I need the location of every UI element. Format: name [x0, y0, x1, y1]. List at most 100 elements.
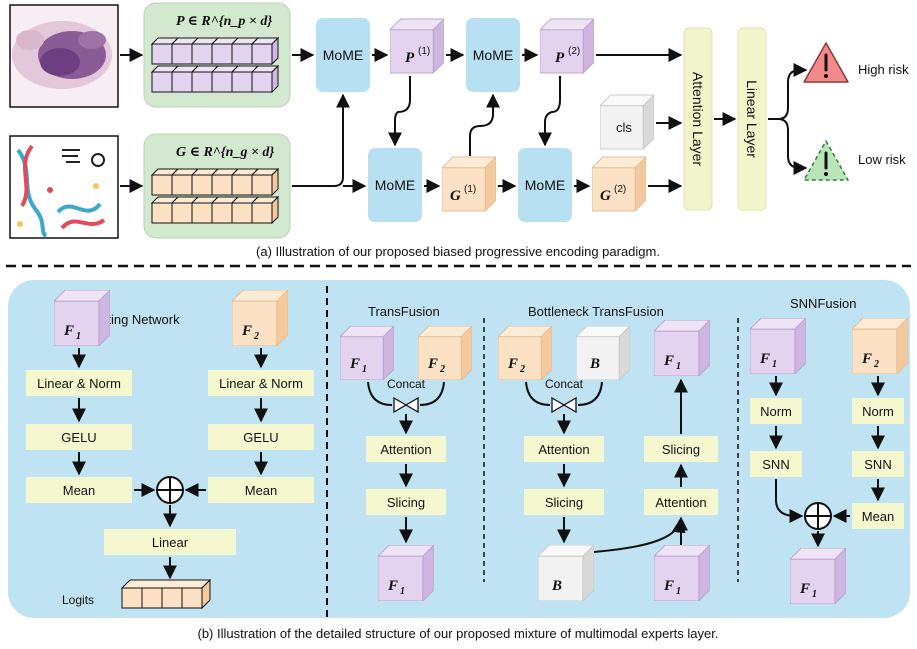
snn-f1: F	[759, 351, 770, 367]
tf-out: F	[387, 578, 398, 594]
g-embedding-cell	[191, 174, 213, 196]
p-embedding-cell	[231, 43, 253, 65]
tf-f1-cube	[340, 326, 394, 380]
g-embedding-cell	[251, 202, 273, 224]
p1-label: P	[405, 50, 415, 66]
tf-slicing-label: Slicing	[387, 495, 425, 510]
g-embedding-cell	[231, 202, 253, 224]
high-risk-icon	[803, 42, 849, 83]
bottleneck-title: Bottleneck TransFusion	[528, 304, 664, 319]
g1-label: G	[450, 188, 461, 204]
gating-mean-2	[208, 477, 314, 503]
bt-slicing-1-label: Slicing	[545, 495, 583, 510]
low-risk-icon	[803, 140, 849, 181]
g-embedding-panel: G ∈ R^{n_g × d}	[143, 133, 291, 239]
gating-linear-label: Linear	[152, 535, 189, 550]
mome-label-4: MoME	[525, 177, 565, 193]
mome-block-2	[368, 148, 422, 222]
caption-b: (b) Illustration of the detailed structu…	[198, 626, 719, 641]
g2-sup: (2)	[614, 184, 626, 195]
bt-attention-1-label: Attention	[538, 442, 589, 457]
bt-f2-sub: 2	[519, 364, 525, 375]
gating-gelu-1	[26, 424, 132, 450]
g-matrix-label: G ∈ R^{n_g × d}	[176, 145, 274, 160]
p-embedding-cell-side	[271, 36, 279, 66]
p-embedding-cell	[171, 71, 193, 93]
linear-layer-label: Linear Layer	[744, 80, 760, 158]
bt-slicing-2	[644, 436, 718, 462]
bt-b-cube	[576, 326, 630, 380]
tf-concat-icon	[393, 396, 419, 414]
tf-attention	[366, 436, 446, 462]
g-embedding-cell-side	[271, 195, 279, 225]
bt-f1-out-sub: 1	[676, 361, 681, 372]
logits-label: Logits	[62, 593, 94, 607]
snn-snn-2-label: SNN	[864, 457, 891, 472]
p-embedding-panel: P ∈ R^{n_p × d}	[143, 2, 291, 108]
pathology-image	[9, 4, 119, 108]
p-embedding-cell	[251, 43, 273, 65]
g-embedding-cell	[211, 174, 233, 196]
p-embedding-cell	[211, 43, 233, 65]
gating-f1-sub: 1	[76, 331, 81, 342]
high-risk-label: High risk	[858, 62, 909, 77]
bt-attention-2	[644, 489, 718, 515]
gating-title: Gating Network	[90, 312, 180, 327]
snn-arrows	[769, 376, 885, 548]
snn-f2-sub: 2	[873, 359, 879, 370]
gating-linear	[104, 529, 236, 555]
gating-mean-1-label: Mean	[63, 483, 96, 498]
gating-linear-norm-2	[208, 370, 314, 396]
bt-b: B	[589, 356, 600, 372]
tf-attention-label: Attention	[380, 442, 431, 457]
linear-layer	[737, 27, 767, 211]
p2-sup: (2)	[568, 46, 580, 57]
snn-f2: F	[861, 351, 872, 367]
p2-cube	[540, 18, 594, 74]
p-embedding-cell-side	[271, 64, 279, 94]
bt-concat-label: Concat	[545, 377, 584, 391]
g-embedding-cell	[231, 174, 253, 196]
tf-f2: F	[427, 356, 438, 372]
g-embedding-cell	[151, 174, 173, 196]
gating-sum-icon	[156, 476, 184, 504]
tf-slicing	[366, 489, 446, 515]
p1-cube	[390, 18, 444, 74]
bt-slicing-1	[524, 489, 604, 515]
tf-arrows	[367, 381, 445, 544]
gating-f2-cube	[232, 290, 288, 346]
snn-norm-1	[750, 398, 802, 424]
logits-vector	[120, 578, 212, 610]
tf-f2-sub: 2	[439, 364, 445, 375]
gating-f1: F	[63, 323, 74, 339]
g-embedding-cell	[191, 202, 213, 224]
cls-label: cls	[616, 120, 632, 135]
mome-block-1	[316, 18, 370, 92]
snn-norm-2-label: Norm	[862, 404, 894, 419]
p-embedding-cell	[231, 71, 253, 93]
bt-slicing-2-label: Slicing	[662, 442, 700, 457]
tf-out-cube	[378, 545, 434, 601]
mome-block-3	[466, 18, 520, 92]
attention-layer	[683, 27, 713, 211]
snn-norm-1-label: Norm	[760, 404, 792, 419]
snn-title: SNNFusion	[790, 296, 856, 311]
gating-gelu-1-label: GELU	[61, 430, 96, 445]
bt-b-out: B	[551, 578, 562, 594]
snn-out-sub: 1	[812, 589, 817, 600]
snn-snn-1	[750, 451, 802, 477]
gating-linear-norm-1	[26, 370, 132, 396]
snn-out: F	[799, 581, 810, 597]
gating-arrows	[72, 348, 268, 580]
bt-f1-out-cube	[654, 320, 710, 376]
g-embedding-cell	[171, 174, 193, 196]
tf-f1: F	[349, 356, 360, 372]
bt-concat-icon	[551, 396, 577, 414]
snn-norm-2	[852, 398, 904, 424]
gating-f2-sub: 2	[253, 331, 259, 342]
snn-f1-sub: 1	[772, 359, 777, 370]
mome-block-4	[518, 148, 572, 222]
g2-label: G	[600, 188, 611, 204]
gating-gelu-2	[208, 424, 314, 450]
snn-sum-icon	[804, 502, 832, 530]
